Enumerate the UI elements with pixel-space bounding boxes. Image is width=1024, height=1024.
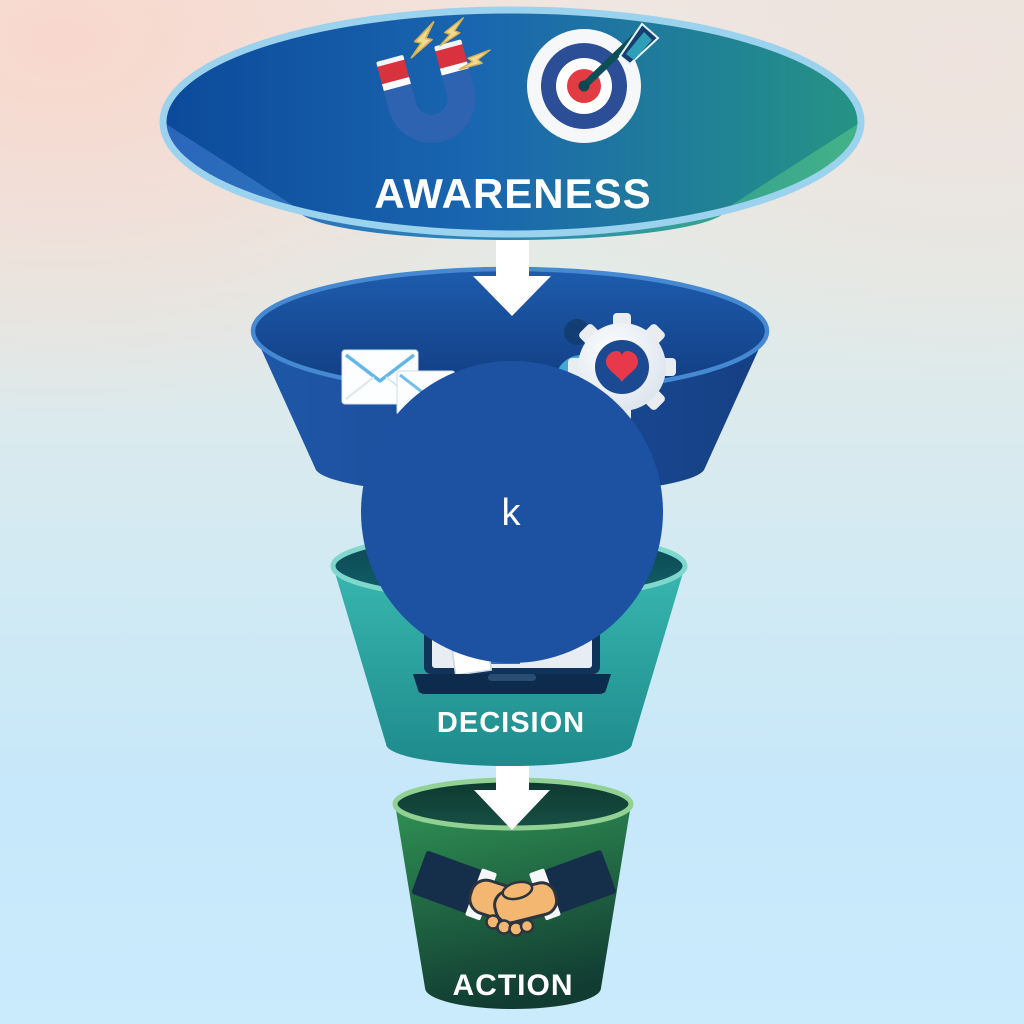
stage-label-action: ACTION (453, 969, 574, 1002)
overlay-circle-label: k (502, 492, 522, 534)
overlay-circle-shape (361, 361, 663, 663)
stage-awareness-rim (159, 6, 865, 238)
heart-icon (606, 351, 638, 382)
stage-label-awareness: AWARENESS (374, 170, 651, 217)
down-arrow-icon-2 (474, 748, 550, 830)
down-arrow-icon-1 (473, 228, 551, 316)
magnet-icon (376, 12, 493, 143)
stage-awareness-inner (163, 10, 861, 234)
target-dart-icon (527, 22, 660, 143)
handshake-icon (412, 850, 616, 937)
stage-awareness-bowl: AWARENESS (159, 6, 865, 240)
stage-label-decision: DECISION (437, 707, 585, 739)
overlay-circle: k (361, 361, 663, 663)
